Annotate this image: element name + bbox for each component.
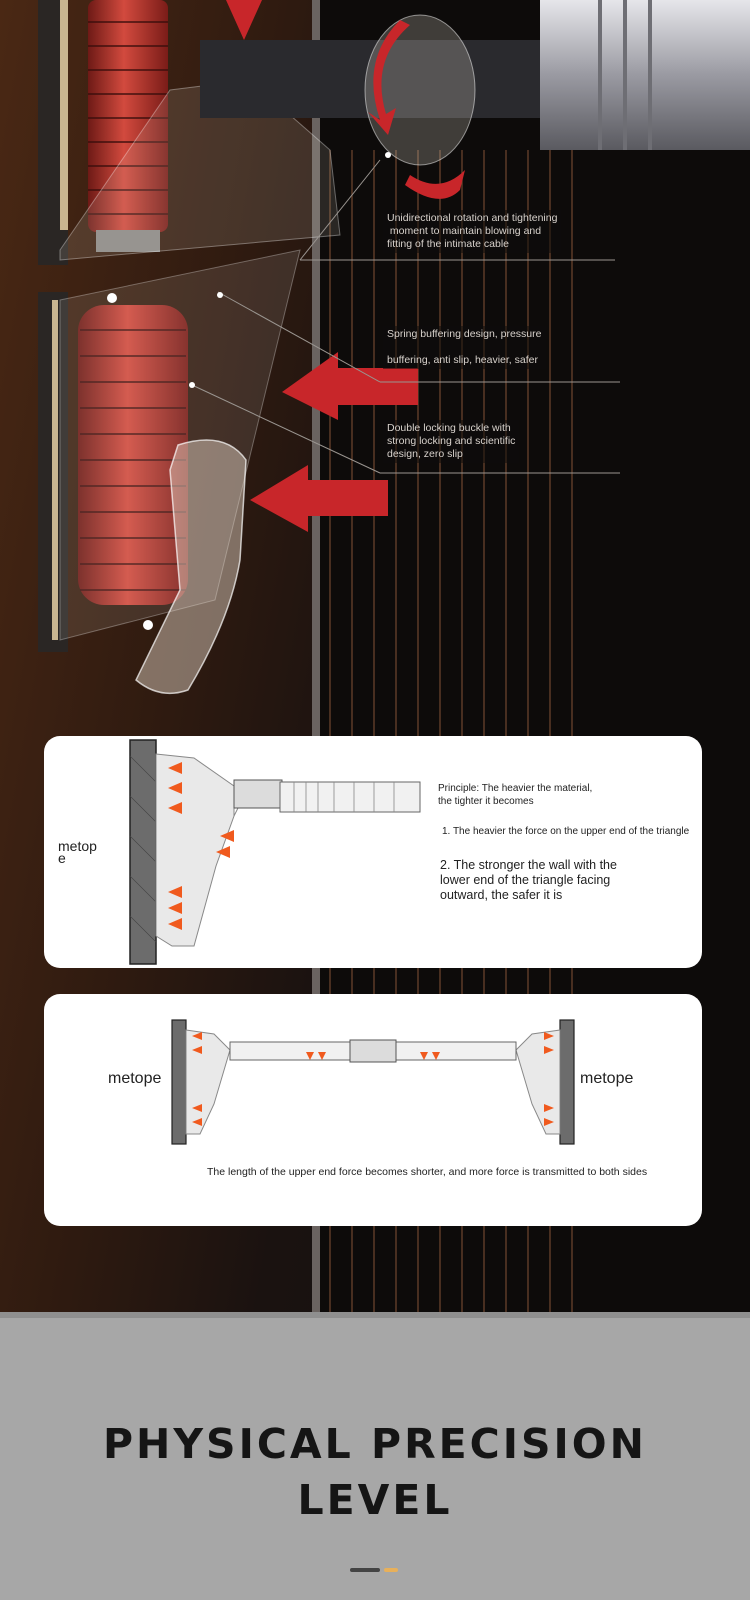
principle-point-2: 2. The stronger the wall with the lower … [440,858,617,902]
banner-divider [0,1312,750,1318]
locking-lever [135,439,247,695]
pressure-arrow-icon [250,465,388,532]
pressure-arrow-icon [282,352,418,420]
rotation-arrow-icon [368,20,410,135]
section-title-line-2: LEVEL [297,1476,453,1524]
callout-spring: Spring buffering design, pressure buffer… [383,326,546,369]
rotation-arrow-icon [405,170,465,199]
upper-spring [88,0,168,252]
principle-panel: metop e Principle: The heavier the mater… [44,736,702,968]
force-panel: metope metope The length of the upper en… [44,994,702,1226]
principle-diagram [129,739,421,965]
cutaway-illustration [38,0,750,1312]
lower-spring [78,305,188,605]
metope-right-label: metope [580,1070,634,1087]
principle-text: Principle: The heavier the material, the… [438,783,593,807]
force-diagram [171,1019,575,1145]
section-title-banner: PHYSICAL PRECISION LEVEL [0,1312,750,1600]
product-cutaway-image: Unidirectional rotation and tightening m… [0,0,750,1312]
metope-label: metop e [58,838,97,866]
callout-rotation: Unidirectional rotation and tightening m… [383,210,562,253]
arrow-down-icon [226,0,262,40]
carousel-dot-inactive[interactable] [350,1568,380,1572]
force-caption: The length of the upper end force become… [207,1166,648,1178]
principle-point-1: 1. The heavier the force on the upper en… [442,826,690,837]
callout-buckle: Double locking buckle with strong lockin… [383,420,520,463]
metope-left-label: metope [108,1070,162,1087]
carousel-dot-active[interactable] [384,1568,398,1572]
section-title-line-1: PHYSICAL PRECISION [103,1420,647,1468]
bar-tube [200,0,750,166]
